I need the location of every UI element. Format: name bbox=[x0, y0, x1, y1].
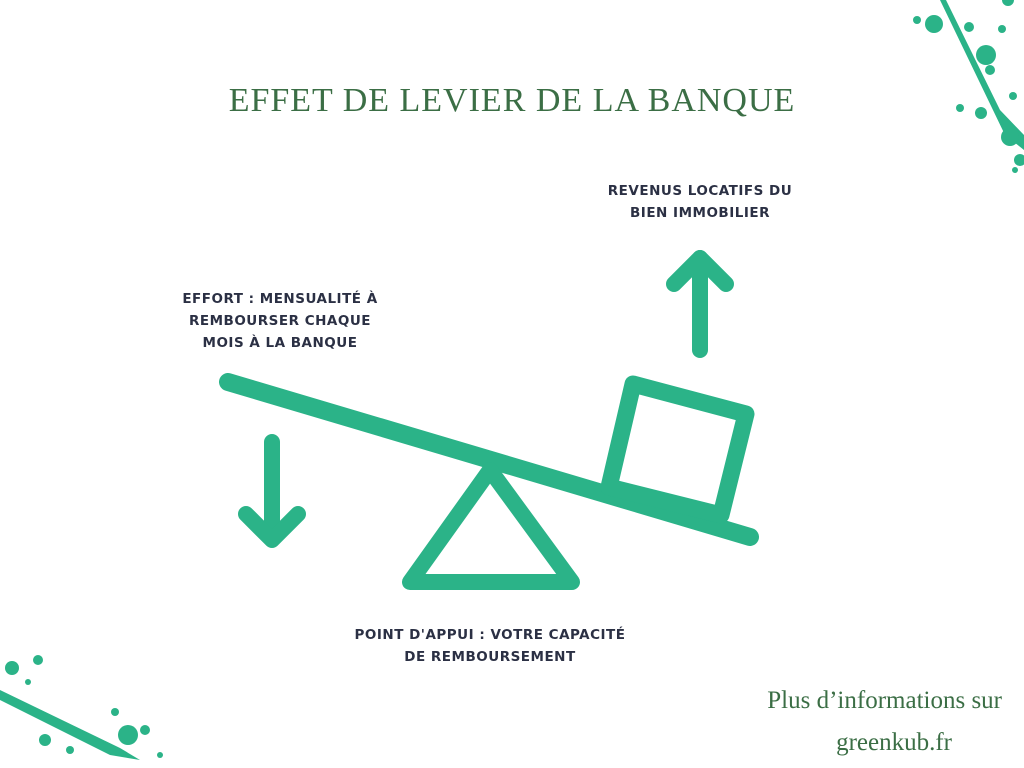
seesaw-beam bbox=[219, 373, 759, 546]
label-line: BIEN IMMOBILIER bbox=[630, 205, 770, 221]
up-arrow-icon bbox=[666, 250, 734, 358]
label-effort: EFFORT : MENSUALITÉ À REMBOURSER CHAQUE … bbox=[160, 288, 400, 354]
label-line: MOIS À LA BANQUE bbox=[202, 335, 358, 351]
footer-url[interactable]: greenkub.fr bbox=[836, 729, 952, 756]
page-title: EFFET DE LEVIER DE LA BANQUE bbox=[228, 82, 796, 119]
label-line: EFFORT : MENSUALITÉ À bbox=[182, 291, 378, 307]
down-arrow-icon bbox=[238, 434, 306, 548]
label-line: DE REMBOURSEMENT bbox=[404, 649, 576, 665]
fulcrum-triangle bbox=[402, 462, 580, 590]
label-line: REVENUS LOCATIFS DU bbox=[607, 183, 793, 199]
label-point-appui: POINT D'APPUI : VOTRE CAPACITÉ DE REMBOU… bbox=[330, 624, 650, 668]
footer-line: Plus d’informations sur bbox=[767, 687, 1002, 714]
label-revenus: REVENUS LOCATIFS DU BIEN IMMOBILIER bbox=[590, 180, 810, 224]
label-line: REMBOURSER CHAQUE bbox=[188, 313, 372, 329]
footer-link[interactable]: Plus d’informations sur greenkub.fr bbox=[702, 680, 1002, 764]
label-line: POINT D'APPUI : VOTRE CAPACITÉ bbox=[354, 627, 626, 643]
paint-splatter-bottom-left bbox=[0, 655, 163, 760]
paint-splatter-top-right bbox=[913, 0, 1024, 173]
box-weight bbox=[600, 375, 755, 524]
